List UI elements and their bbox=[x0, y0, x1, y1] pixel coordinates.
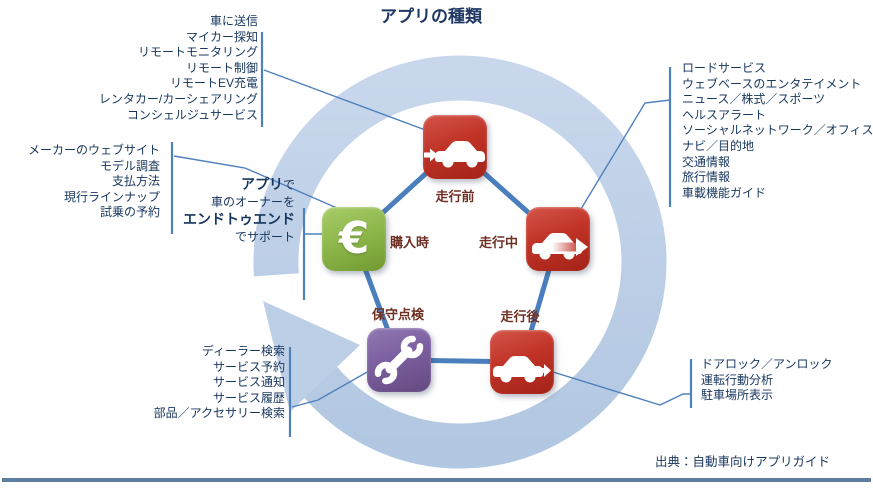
list-item: リモート制御 bbox=[185, 60, 258, 75]
cycle-arrowhead-icon bbox=[263, 301, 360, 412]
node-label-pre-drive: 走行前 bbox=[435, 189, 475, 204]
list-item: ニュース／株式／スポーツ bbox=[682, 92, 826, 107]
list-item: マイカー探知 bbox=[185, 29, 258, 44]
list-item: ウェブベースのエンタテイメント bbox=[682, 76, 862, 91]
list-item: 部品／アクセサリー検索 bbox=[153, 406, 285, 421]
list-item: ソーシャルネットワーク／オフィス bbox=[682, 123, 873, 138]
list-item: モデル調査 bbox=[99, 158, 160, 173]
list-item: 車載機能ガイド bbox=[682, 185, 767, 200]
purchase-apps-list: メーカーのウェブサイトモデル調査支払方法現行ラインナップ試乗の予約 bbox=[28, 143, 160, 221]
list-item: リモートEV充電 bbox=[169, 76, 258, 91]
bottom-divider bbox=[2, 478, 871, 482]
list-item: ディーラー検索 bbox=[201, 344, 285, 358]
list-item: 駐車場所表示 bbox=[701, 388, 774, 403]
source-caption: 出典：自動車向けアプリガイド bbox=[654, 455, 830, 469]
list-item: 支払方法 bbox=[111, 174, 160, 189]
list-item: リモートモニタリング bbox=[137, 45, 258, 60]
center-message-bold-1: アプリ bbox=[240, 176, 283, 192]
post-drive-apps-list: ドアロック／アンロック運転行動分析駐車場所表示 bbox=[701, 357, 833, 404]
list-item: 試乗の予約 bbox=[99, 205, 160, 220]
list-item: サービス履歴 bbox=[212, 390, 285, 405]
car-arrow-in-icon bbox=[423, 115, 487, 179]
list-item: 現行ラインナップ bbox=[63, 189, 160, 204]
list-item: ヘルスアラート bbox=[682, 107, 767, 122]
list-item: サービス通知 bbox=[212, 375, 285, 390]
list-item: コンシェルジュサービス bbox=[126, 107, 258, 122]
list-item: 運転行動分析 bbox=[701, 372, 774, 387]
list-item: ナビ／目的地 bbox=[682, 138, 755, 153]
euro-icon: € bbox=[322, 207, 386, 271]
annotation-connectors bbox=[173, 69, 691, 408]
list-item: 車に送信 bbox=[209, 14, 258, 28]
car-arrow-right-icon bbox=[526, 207, 590, 271]
driving-apps-list: ロードサービスウェブベースのエンタテイメントニュース／株式／スポーツヘルスアラー… bbox=[682, 61, 873, 201]
maintenance-apps-list: ディーラー検索サービス予約サービス通知サービス履歴部品／アクセサリー検索 bbox=[154, 344, 285, 422]
center-message-bold-2: エンドトゥエンド bbox=[183, 211, 295, 227]
wrench-icon bbox=[367, 328, 431, 392]
cycle-arrow bbox=[253, 55, 667, 469]
list-item: レンタカー/カーシェアリング bbox=[98, 91, 258, 106]
list-item: サービス予約 bbox=[212, 359, 285, 374]
list-item: ロードサービス bbox=[682, 61, 767, 75]
node-label-purchase: 購入時 bbox=[390, 235, 430, 250]
node-label-post-drive: 走行後 bbox=[500, 309, 540, 324]
pre-drive-apps-list: 車に送信マイカー探知リモートモニタリングリモート制御リモートEV充電レンタカー/… bbox=[99, 14, 258, 123]
annotation-bars bbox=[170, 32, 693, 437]
page-title: アプリの種類 bbox=[380, 7, 482, 26]
node-label-maintenance: 保守点検 bbox=[372, 307, 425, 322]
node-label-driving: 走行中 bbox=[478, 235, 518, 250]
list-item: 旅行情報 bbox=[682, 170, 731, 185]
car-arrow-out-icon bbox=[490, 330, 554, 394]
list-item: ドアロック／アンロック bbox=[701, 357, 833, 371]
list-item: メーカーのウェブサイト bbox=[27, 143, 160, 157]
list-item: 交通情報 bbox=[682, 154, 731, 169]
center-message: アプリで 車のオーナーを エンドトゥエンド でサポート bbox=[183, 176, 295, 244]
